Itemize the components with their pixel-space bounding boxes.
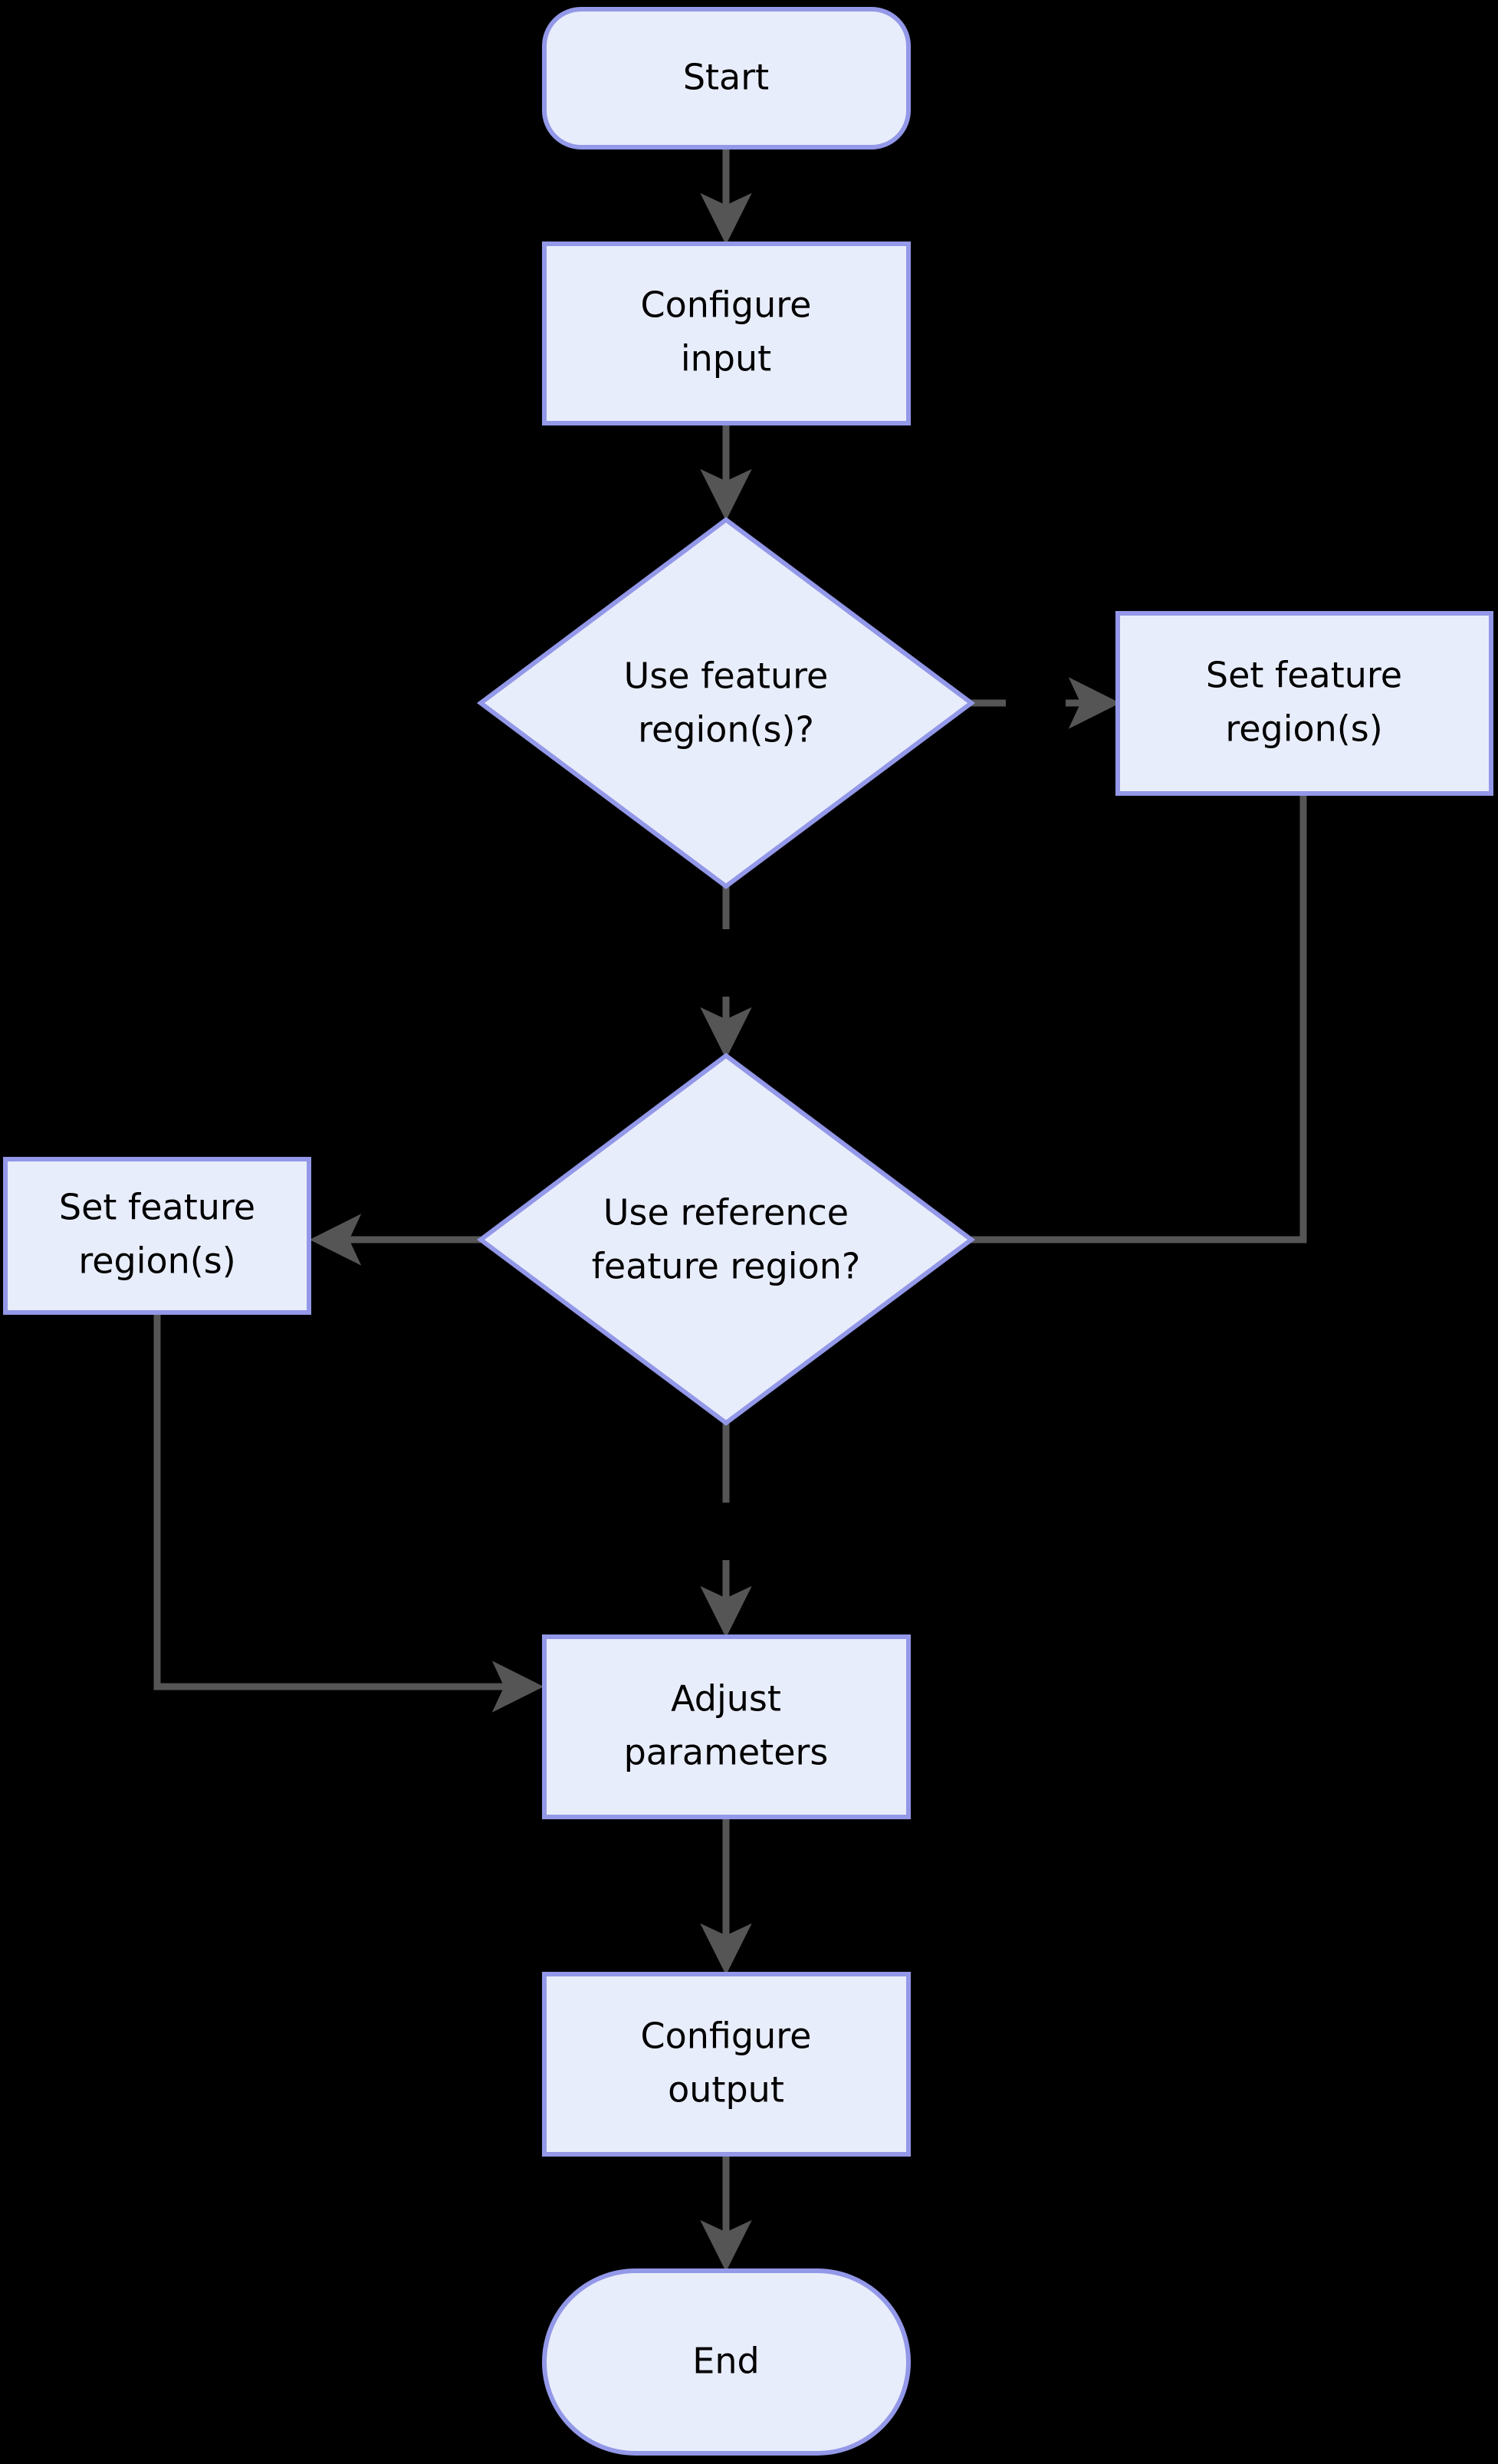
node-end[interactable]: End xyxy=(542,2269,911,2456)
node-set-feature-region-left[interactable]: Set feature region(s) xyxy=(3,1157,311,1315)
node-configure-input[interactable]: Configure input xyxy=(542,241,911,425)
end-shape[interactable] xyxy=(542,2269,911,2456)
node-use-reference-feature-region-decision[interactable]: Use reference feature region? xyxy=(476,1053,976,1426)
edge-set-feature-region-right-to-use-reference-feature-region xyxy=(837,793,1307,1266)
node-configure-output[interactable]: Configure output xyxy=(542,1972,911,2157)
start-shape[interactable] xyxy=(542,7,911,149)
node-start[interactable]: Start xyxy=(542,7,911,149)
configure-input-shape[interactable] xyxy=(542,241,911,425)
set-feature-region-right-shape[interactable] xyxy=(1115,611,1493,796)
use-feature-region-decision-shape[interactable] xyxy=(476,517,976,889)
node-set-feature-region-right[interactable]: Set feature region(s) xyxy=(1115,611,1493,796)
edge-set-feature-region-left-to-adjust-parameters xyxy=(153,1312,544,1713)
configure-output-shape[interactable] xyxy=(542,1972,911,2157)
edge-layer xyxy=(153,100,1307,2272)
adjust-parameters-shape[interactable] xyxy=(542,1634,911,1819)
node-adjust-parameters[interactable]: Adjust parameters xyxy=(542,1634,911,1819)
use-reference-feature-region-decision-shape[interactable] xyxy=(476,1053,976,1426)
set-feature-region-left-shape[interactable] xyxy=(3,1157,311,1315)
node-use-feature-region-decision[interactable]: Use feature region(s)? xyxy=(476,517,976,889)
